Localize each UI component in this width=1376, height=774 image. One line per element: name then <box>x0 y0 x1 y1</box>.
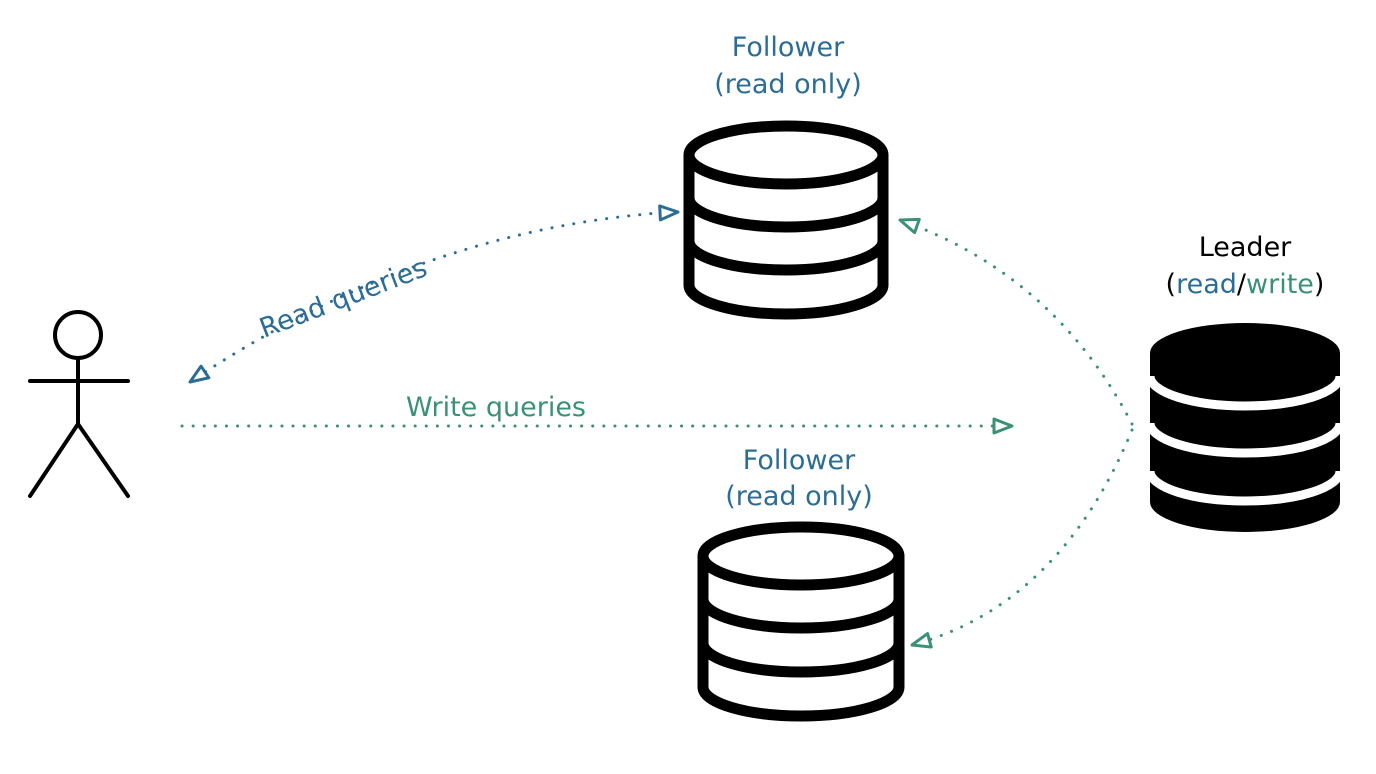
read-queries-label: Read queries <box>255 252 431 344</box>
leader-database-icon <box>1145 323 1345 532</box>
leader-title: Leader <box>1199 232 1292 263</box>
follower-top-subtitle: (read only) <box>714 69 862 100</box>
leader-subtitle-read: read <box>1176 269 1237 300</box>
leader-subtitle: (read/write) <box>1166 269 1325 300</box>
follower-top-title: Follower <box>732 32 845 63</box>
follower-bottom-title: Follower <box>743 445 856 476</box>
leader-subtitle-slash: / <box>1237 269 1247 300</box>
follower-bottom-subtitle: (read only) <box>725 481 873 512</box>
leader-subtitle-write: write <box>1246 269 1314 300</box>
replication-arrow-to-follower-bottom <box>910 428 1134 649</box>
follower-top-database-icon <box>683 120 889 320</box>
leader-subtitle-open-paren: ( <box>1166 269 1177 300</box>
replication-arrow-to-follower-top <box>898 217 1134 426</box>
follower-bottom-database-icon <box>697 521 905 722</box>
write-queries-label: Write queries <box>406 392 586 423</box>
read-queries-arrow <box>188 210 675 384</box>
leader-subtitle-close-paren: ) <box>1314 269 1325 300</box>
stick-figure-icon <box>28 310 130 498</box>
